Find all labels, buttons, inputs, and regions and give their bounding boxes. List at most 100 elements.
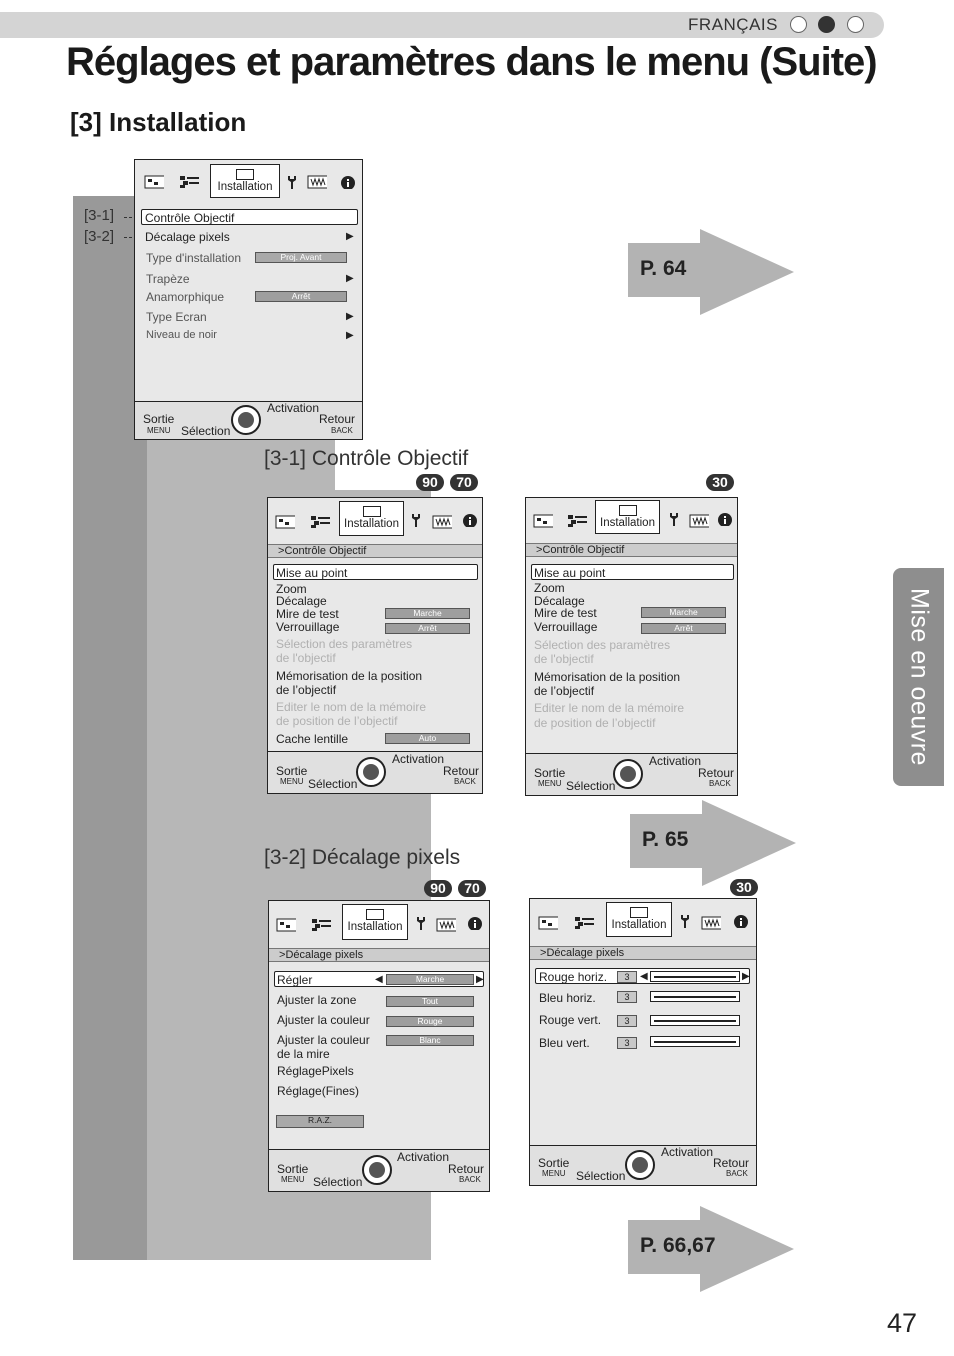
input-settings-icon (180, 176, 199, 188)
menu-item-black-level[interactable]: Niveau de noir (146, 329, 217, 341)
section-title-pixel: [3-2] Décalage pixels (264, 846, 461, 869)
wrench-icon (681, 915, 689, 928)
menu-item-pixel-shift[interactable]: Décalage pixels (145, 230, 230, 244)
arrow-icon (630, 800, 796, 886)
menu-item-fine-adjust[interactable]: Réglage(Fines) (277, 1084, 360, 1098)
page-indicator-dot (790, 16, 807, 33)
model-badge-30: 30 (706, 474, 734, 491)
menu-key-label: MENU (280, 777, 304, 786)
blue-horizontal-slider[interactable] (650, 991, 740, 1002)
submenu-header: >Décalage pixels (530, 946, 756, 960)
menu-item-screen-type[interactable]: Type Ecran (146, 310, 207, 324)
display-icon (701, 916, 721, 930)
menu-item-lens-control[interactable]: Contrôle Objectif (145, 211, 235, 225)
callout-line (124, 237, 142, 238)
menu-item-test-pattern[interactable]: Mire de test (276, 607, 339, 621)
menu-item-anamorphic[interactable]: Anamorphique (146, 290, 225, 304)
menu-item-zone[interactable]: Ajuster la zone (277, 993, 357, 1007)
red-vertical-slider[interactable] (650, 1015, 740, 1026)
menu-item-lens-cover[interactable]: Cache lentille (276, 732, 349, 746)
back-key-label: BACK (331, 426, 353, 435)
blue-vertical-slider[interactable] (650, 1036, 740, 1047)
pixel-shift-menu-30: Installation >Décalage pixels Rouge hori… (529, 898, 757, 1186)
adjust-value: Marche (386, 974, 474, 985)
activate-label: Activation (392, 752, 445, 766)
back-label: Retour (698, 766, 735, 780)
menu-item-edit-memory: Editer le nom de la mémoire (534, 701, 685, 715)
menu-item-install-type[interactable]: Type d'installation (146, 251, 242, 265)
info-icon (341, 176, 355, 189)
chevron-right-icon: > (279, 949, 286, 961)
red-vertical-value: 3 (617, 1015, 637, 1027)
pattern-color-value: Blanc (386, 1035, 474, 1046)
tab-label: Installation (344, 518, 399, 530)
menu-item-pattern-color[interactable]: Ajuster la couleur (277, 1033, 370, 1047)
chevron-right-icon: ▶ (346, 273, 354, 284)
page-indicator-dot-active (818, 16, 835, 33)
info-icon (718, 513, 732, 526)
chevron-right-icon: ▶ (476, 974, 484, 985)
menu-icon-row (135, 160, 362, 204)
selected-row (531, 564, 734, 580)
menu-item-keystone[interactable]: Trapèze (146, 272, 190, 286)
menu-footer: Sortie MENU Sélection Activation Retour … (268, 751, 482, 793)
submenu-title: Contrôle Objectif (284, 545, 367, 557)
lens-control-menu-90-70: Installation >Contrôle Objectif Mise au … (267, 497, 483, 794)
menu-item-color[interactable]: Ajuster la couleur (277, 1013, 370, 1027)
menu-footer: Sortie MENU Sélection Activation Retour … (135, 401, 362, 439)
display-icon (436, 918, 456, 932)
select-label: Sélection (576, 1169, 626, 1183)
menu-item-memory-2[interactable]: de l’objectif (276, 683, 337, 697)
language-label: FRANÇAIS (688, 15, 778, 34)
control-knob-icon (231, 405, 261, 435)
exit-label: Sortie (143, 412, 175, 426)
tab-installation[interactable]: Installation (210, 164, 280, 198)
red-horizontal-slider[interactable] (650, 971, 740, 982)
picture-icon (533, 514, 553, 528)
back-key-label: BACK (454, 777, 476, 786)
chevron-left-icon: ◀ (640, 971, 648, 982)
reset-button[interactable]: R.A.Z. (276, 1115, 364, 1128)
tab-installation[interactable]: Installation (339, 501, 404, 536)
back-key-label: BACK (726, 1169, 748, 1178)
exit-label: Sortie (277, 1162, 309, 1176)
tab-label: Installation (611, 919, 667, 931)
menu-item-lock[interactable]: Verrouillage (276, 620, 340, 634)
arrow-icon (628, 1206, 794, 1292)
back-label: Retour (448, 1162, 485, 1176)
menu-item-memory-2[interactable]: de l’objectif (534, 684, 595, 698)
model-badge-90: 90 (416, 474, 444, 491)
chevron-right-icon: > (540, 947, 547, 959)
submenu-header: >Décalage pixels (269, 948, 489, 962)
selected-row (273, 564, 478, 580)
page-ref-arrow-65: P. 65 (630, 800, 796, 886)
tab-installation[interactable]: Installation (606, 902, 672, 937)
input-settings-icon (312, 919, 331, 931)
arrow-label: P. 64 (640, 257, 687, 280)
menu-item-memory[interactable]: Mémorisation de la position (276, 669, 423, 683)
menu-item-adjust[interactable]: Régler (277, 973, 313, 987)
menu-item-focus[interactable]: Mise au point (534, 566, 606, 580)
tab-installation[interactable]: Installation (342, 904, 408, 940)
control-knob-icon (362, 1155, 392, 1185)
menu-item-focus[interactable]: Mise au point (276, 566, 348, 580)
submenu-header: >Contrôle Objectif (268, 544, 482, 558)
menu-item-memory[interactable]: Mémorisation de la position (534, 670, 681, 684)
menu-item-shift[interactable]: Décalage (534, 594, 585, 608)
model-badge-70: 70 (450, 474, 478, 491)
menu-item-pattern-color-2[interactable]: de la mire (277, 1047, 330, 1061)
test-pattern-value: Marche (385, 608, 470, 619)
red-horizontal-value: 3 (617, 971, 637, 983)
menu-item-lock[interactable]: Verrouillage (534, 620, 598, 634)
menu-item-zoom[interactable]: Zoom (276, 582, 307, 596)
chevron-right-icon: > (536, 544, 543, 556)
tab-installation[interactable]: Installation (595, 500, 660, 534)
menu-item-test-pattern[interactable]: Mire de test (534, 606, 597, 620)
menu-item-shift[interactable]: Décalage (276, 594, 327, 608)
back-label: Retour (443, 764, 480, 778)
menu-item-pixel-adjust[interactable]: RéglagePixels (277, 1064, 354, 1078)
menu-footer: Sortie MENU Sélection Activation Retour … (530, 1145, 756, 1185)
installation-icon (630, 907, 648, 918)
menu-icon-row (526, 498, 737, 542)
menu-item-zoom[interactable]: Zoom (534, 581, 565, 595)
